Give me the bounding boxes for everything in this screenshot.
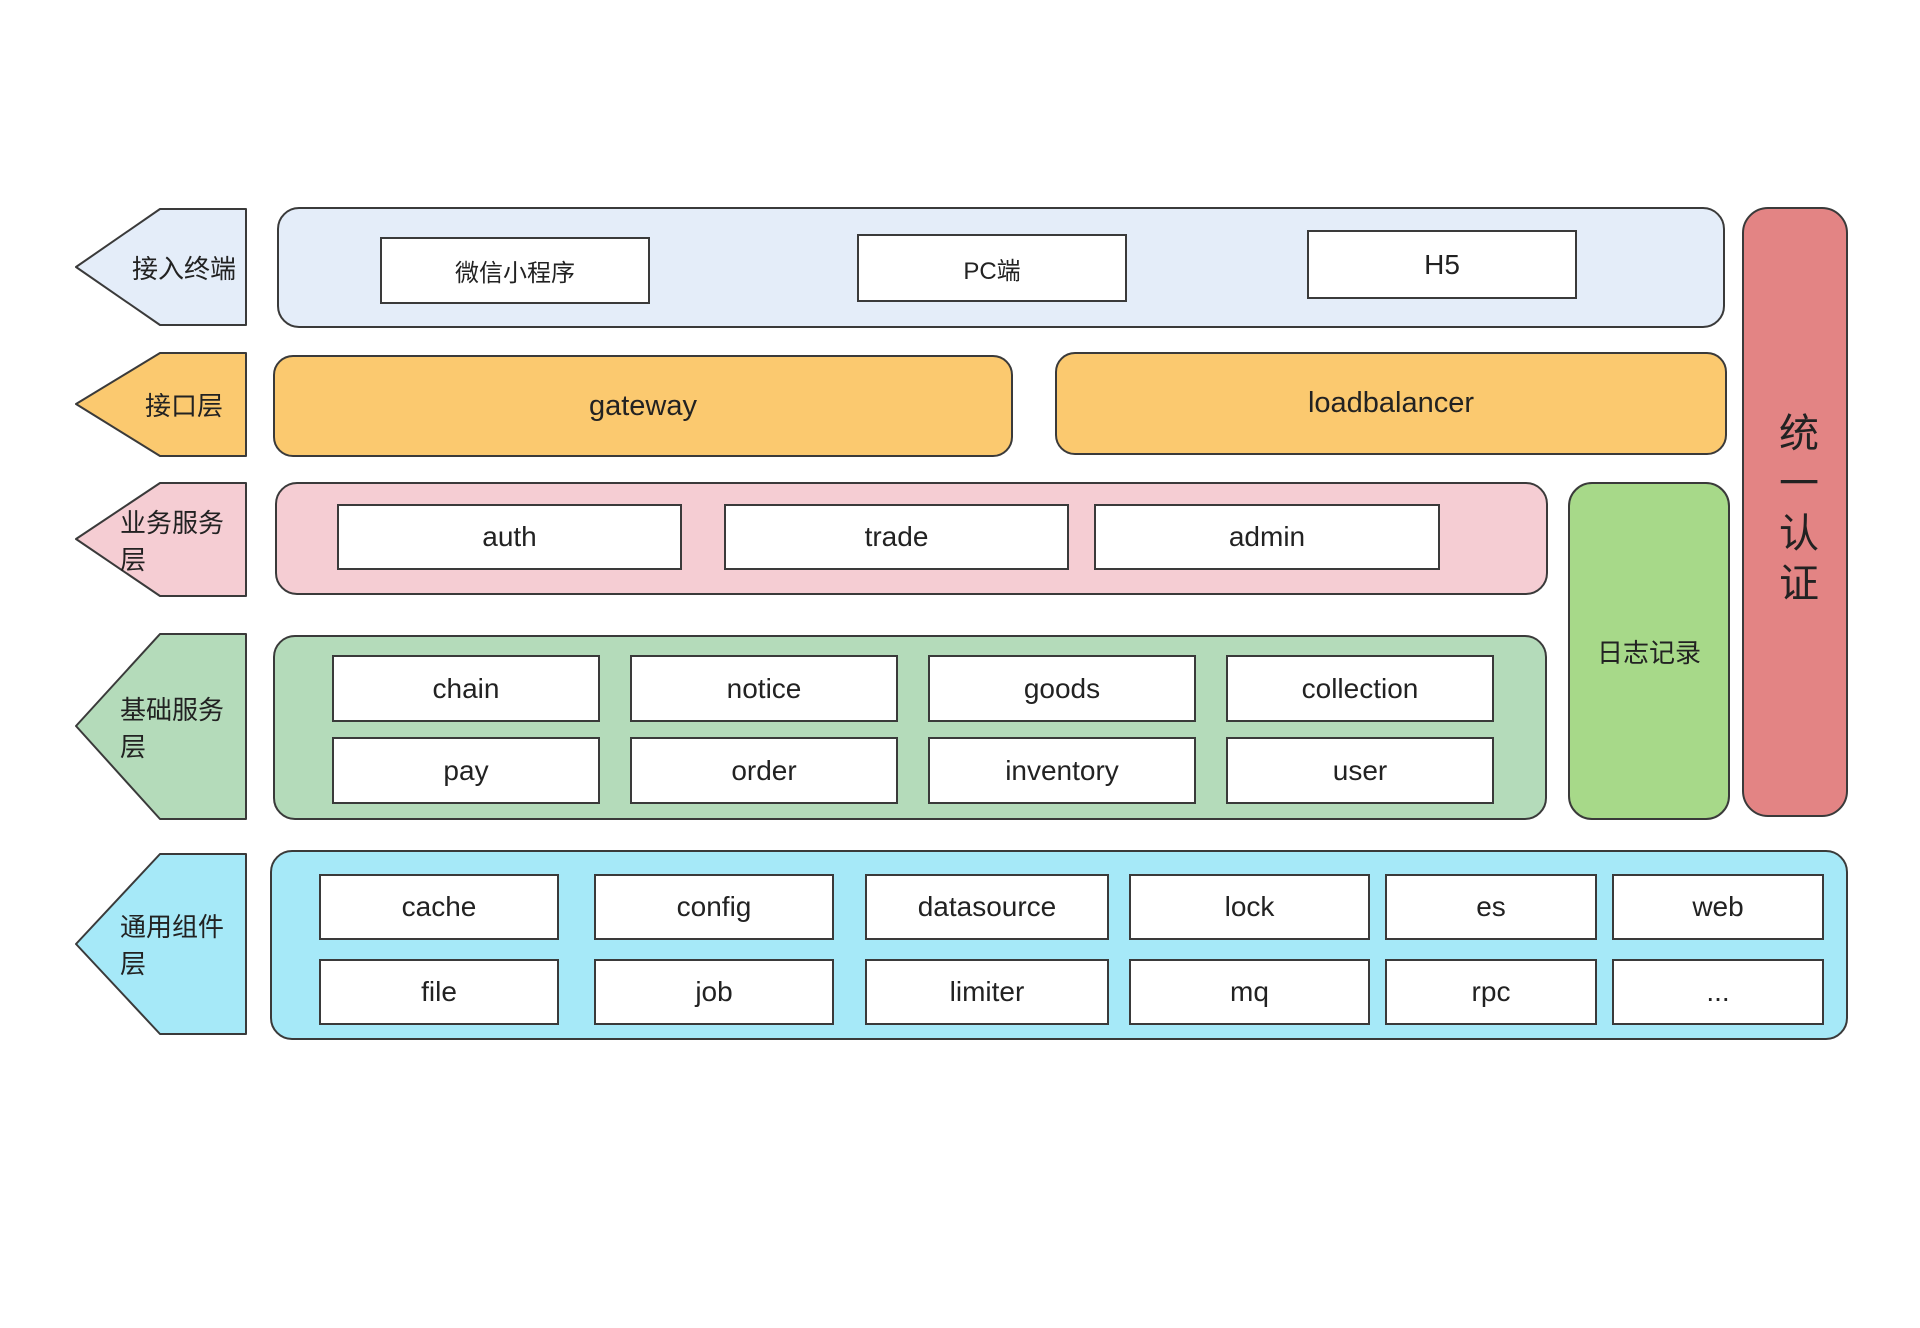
node-gateway: gateway — [273, 355, 1013, 457]
node-web: web — [1612, 874, 1824, 940]
node-auth: auth — [337, 504, 682, 570]
node-label: limiter — [949, 976, 1025, 1007]
band-business-service: auth trade admin — [275, 482, 1548, 595]
layer-arrow-access: 接入终端 — [75, 208, 248, 326]
layer-label-access: 接入终端 — [131, 253, 236, 284]
node-h5: H5 — [1307, 230, 1577, 299]
node-label: file — [421, 976, 457, 1007]
node-label: lock — [1224, 891, 1275, 922]
node-job: job — [594, 959, 834, 1025]
node-label: mq — [1230, 976, 1269, 1007]
node-rpc: rpc — [1385, 959, 1597, 1025]
node-label: H5 — [1424, 248, 1460, 280]
node-mq: mq — [1129, 959, 1370, 1025]
node-label: 微信小程序 — [455, 260, 575, 287]
node-label: job — [695, 976, 733, 1007]
node-label: pay — [443, 754, 489, 786]
node-notice: notice — [630, 655, 898, 722]
layer-arrow-business: 业务服务层 — [75, 482, 248, 597]
node-config: config — [594, 874, 834, 940]
node-collection: collection — [1226, 655, 1494, 722]
node-label: loadbalancer — [1307, 387, 1475, 419]
layer-label-interface: 接口层 — [144, 391, 223, 421]
node-inventory: inventory — [928, 737, 1196, 804]
node-ellipsis: ... — [1612, 959, 1824, 1025]
node-label: collection — [1301, 672, 1419, 704]
node-admin: admin — [1094, 504, 1440, 570]
node-limiter: limiter — [865, 959, 1109, 1025]
node-label: es — [1476, 891, 1506, 922]
band-basic-service: chain notice goods collection pay order … — [273, 635, 1547, 820]
arrow-shape — [75, 633, 247, 820]
node-label: goods — [1023, 672, 1101, 704]
node-label: cache — [401, 891, 477, 922]
node-pc: PC端 — [857, 234, 1127, 302]
node-lock: lock — [1129, 874, 1370, 940]
node-label: notice — [726, 672, 802, 704]
node-label: auth — [482, 521, 537, 552]
layer-label-common: 通用组件层 — [120, 912, 225, 979]
arrow-shape — [75, 352, 247, 457]
node-goods: goods — [928, 655, 1196, 722]
layer-arrow-common: 通用组件层 — [75, 853, 248, 1035]
node-label: inventory — [1005, 754, 1119, 786]
node-wechat-miniprogram: 微信小程序 — [380, 237, 650, 304]
node-label: config — [676, 891, 752, 922]
node-cache: cache — [319, 874, 559, 940]
node-label: gateway — [588, 389, 697, 422]
node-label: datasource — [917, 891, 1057, 922]
layer-label-basic: 基础服务层 — [120, 694, 225, 762]
arrow-shape — [75, 853, 247, 1035]
layer-label-business: 业务服务层 — [120, 507, 225, 575]
node-chain: chain — [332, 655, 600, 722]
node-datasource: datasource — [865, 874, 1109, 940]
arrow-shape — [75, 208, 247, 326]
block-label: 日志记录 — [1596, 637, 1701, 668]
arrow-shape — [75, 482, 247, 597]
node-user: user — [1226, 737, 1494, 804]
node-label: rpc — [1471, 976, 1511, 1007]
node-trade: trade — [724, 504, 1069, 570]
node-label: user — [1332, 754, 1388, 786]
node-es: es — [1385, 874, 1597, 940]
node-label: trade — [864, 521, 929, 552]
block-label: 统一认证 — [1773, 412, 1817, 612]
node-pay: pay — [332, 737, 600, 804]
band-access-terminal: 微信小程序 PC端 H5 — [277, 207, 1725, 328]
node-label: PC端 — [963, 257, 1021, 285]
layer-arrow-interface: 接口层 — [75, 352, 248, 457]
node-label: ... — [1706, 976, 1730, 1007]
node-label: order — [731, 754, 797, 786]
node-file: file — [319, 959, 559, 1025]
node-label: admin — [1228, 521, 1306, 552]
node-label: web — [1692, 891, 1744, 922]
band-common-component: cache config datasource lock es web file… — [270, 850, 1848, 1040]
block-log-record: 日志记录 — [1568, 482, 1730, 820]
node-label: chain — [432, 672, 500, 704]
block-unified-auth: 统一认证 — [1742, 207, 1848, 817]
layer-arrow-basic: 基础服务层 — [75, 633, 248, 820]
node-loadbalancer: loadbalancer — [1055, 352, 1727, 455]
node-order: order — [630, 737, 898, 804]
